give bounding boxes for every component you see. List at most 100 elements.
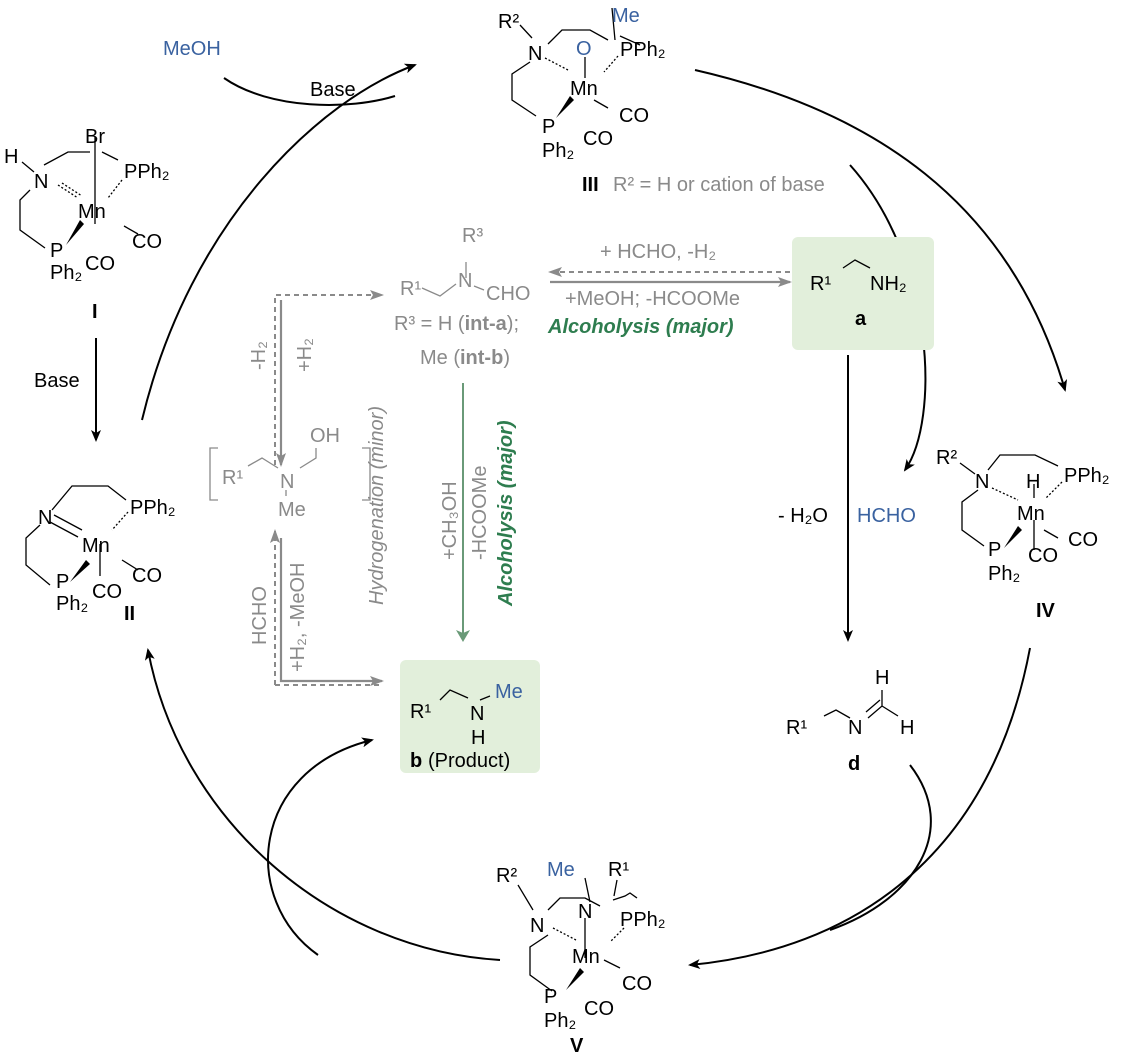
- compound-b-label: b: [410, 750, 422, 772]
- svg-text:CO: CO: [1068, 529, 1098, 551]
- svg-text:CO: CO: [619, 105, 649, 127]
- svg-text:CO: CO: [583, 128, 613, 150]
- svg-text:N: N: [38, 507, 52, 529]
- svg-text:H: H: [1026, 471, 1040, 493]
- complex-III-label: III: [582, 174, 599, 196]
- condition-plus-h2: +H₂: [294, 338, 316, 372]
- svg-text:N: N: [34, 171, 48, 193]
- svg-text:R¹: R¹: [608, 859, 629, 881]
- complex-I: Br H N PPh₂ Mn CO P Ph₂ CO I: [4, 126, 170, 323]
- compound-a: R¹ NH₂ a: [810, 259, 907, 330]
- svg-text:R¹: R¹: [410, 701, 431, 723]
- svg-text:Ph₂: Ph₂: [544, 1010, 576, 1032]
- svg-text:PPh₂: PPh₂: [124, 161, 170, 183]
- svg-text:PPh₂: PPh₂: [620, 909, 666, 931]
- complex-III: R² N O Me PPh₂ Mn CO P Ph₂ CO III R² = H…: [498, 5, 825, 196]
- arrow-meoh-to-III: [223, 77, 396, 106]
- svg-text:CO: CO: [584, 998, 614, 1020]
- svg-text:Mn: Mn: [82, 535, 110, 557]
- svg-text:H: H: [471, 727, 485, 749]
- svg-text:Me: Me: [278, 499, 306, 521]
- arrow-IV-to-V: [688, 647, 1031, 970]
- arrow-V-to-b: [267, 737, 374, 956]
- svg-text:Ph₂: Ph₂: [50, 262, 82, 284]
- svg-text:P: P: [542, 116, 555, 138]
- svg-text:CO: CO: [92, 581, 122, 603]
- svg-text:OH: OH: [310, 425, 340, 447]
- complex-IV-label: IV: [1036, 600, 1056, 622]
- condition-ch3oh: +CH₃OH: [439, 481, 461, 560]
- hemiaminal-intermediate: R¹ N OH Me: [209, 425, 371, 521]
- svg-text:R¹: R¹: [786, 717, 807, 739]
- svg-text:Mn: Mn: [1017, 503, 1045, 525]
- condition-hcho-left: HCHO: [249, 586, 271, 645]
- compound-d-label: d: [848, 753, 860, 775]
- svg-text:N: N: [528, 43, 542, 65]
- svg-text:R²: R²: [498, 11, 519, 33]
- arrow-hemi-to-int: [274, 290, 384, 465]
- compound-a-label: a: [855, 308, 867, 330]
- arrow-III-to-IV: [694, 69, 1068, 392]
- svg-text:P: P: [50, 240, 63, 262]
- arrow-V-to-II: [144, 648, 501, 961]
- svg-text:N: N: [458, 270, 472, 292]
- svg-text:CO: CO: [132, 231, 162, 253]
- svg-text:R²: R²: [496, 865, 517, 887]
- svg-text:CO: CO: [1028, 545, 1058, 567]
- svg-text:R¹: R¹: [222, 467, 243, 489]
- complex-II-label: II: [124, 603, 135, 625]
- svg-text:Ph₂: Ph₂: [988, 563, 1020, 585]
- complex-I-label: I: [92, 301, 98, 323]
- svg-text:N: N: [470, 703, 484, 725]
- condition-h2-meoh: +H₂, -MeOH: [287, 563, 309, 672]
- svg-text:NH₂: NH₂: [870, 273, 907, 295]
- complex-IV: R² N H PPh₂ Mn CO P Ph₂ CO IV: [936, 447, 1110, 622]
- condition-hcoome: -HCOOMe: [469, 466, 491, 560]
- svg-text:P: P: [544, 986, 557, 1008]
- condition-formylation: + HCHO, -H₂: [600, 241, 716, 263]
- svg-text:Mn: Mn: [570, 78, 598, 100]
- svg-text:Me (int-b): Me (int-b): [420, 347, 510, 369]
- svg-text:H: H: [900, 717, 914, 739]
- svg-text:R¹: R¹: [810, 273, 831, 295]
- svg-text:R²: R²: [936, 447, 957, 469]
- svg-text:CO: CO: [85, 253, 115, 275]
- svg-text:Me: Me: [547, 859, 575, 881]
- condition-minus-h2: -H₂: [248, 341, 270, 370]
- compound-b: R¹ N H Me b (Product): [410, 681, 523, 772]
- svg-text:CO: CO: [132, 565, 162, 587]
- svg-text:Ph₂: Ph₂: [56, 593, 88, 615]
- svg-text:R¹: R¹: [400, 278, 421, 300]
- svg-text:Me: Me: [495, 681, 523, 703]
- arrow-hemi-to-b: [279, 538, 384, 686]
- svg-text:CO: CO: [622, 973, 652, 995]
- svg-text:PPh₂: PPh₂: [130, 497, 176, 519]
- condition-alcoholysis-major-1: Alcoholysis (major): [547, 316, 734, 338]
- reagent-minus-water: - H₂O: [778, 505, 828, 527]
- arrow-d-to-V: [829, 764, 932, 931]
- reagent-meoh: MeOH: [163, 38, 221, 60]
- reagent-base-top: Base: [310, 79, 356, 101]
- svg-text:Mn: Mn: [572, 946, 600, 968]
- compound-a-box: [792, 237, 934, 350]
- compound-d: R¹ N H H d: [786, 667, 914, 775]
- svg-text:PPh₂: PPh₂: [620, 39, 666, 61]
- svg-text:Br: Br: [85, 126, 105, 148]
- svg-text:PPh₂: PPh₂: [1064, 465, 1110, 487]
- svg-text:P: P: [56, 571, 69, 593]
- reagent-hcho: HCHO: [857, 505, 916, 527]
- svg-text:R³ = H (int-a);: R³ = H (int-a);: [394, 313, 519, 335]
- svg-text:N: N: [578, 901, 592, 923]
- svg-text:Ph₂: Ph₂: [542, 140, 574, 162]
- svg-text:Mn: Mn: [78, 201, 106, 223]
- arrow-II-to-III: [141, 63, 417, 421]
- complex-II: N PPh₂ Mn CO P Ph₂ CO II: [25, 485, 176, 625]
- complex-V-label: V: [570, 1035, 584, 1057]
- svg-text:N: N: [280, 471, 294, 493]
- svg-text:O: O: [576, 38, 592, 60]
- svg-text:(Product): (Product): [428, 750, 510, 772]
- condition-hydrogenation-minor: Hydrogenation (minor): [366, 406, 388, 605]
- svg-text:P: P: [988, 539, 1001, 561]
- formamide-intermediate: R¹ R³ N CHO R³ = H (int-a); Me (int-b): [394, 225, 530, 369]
